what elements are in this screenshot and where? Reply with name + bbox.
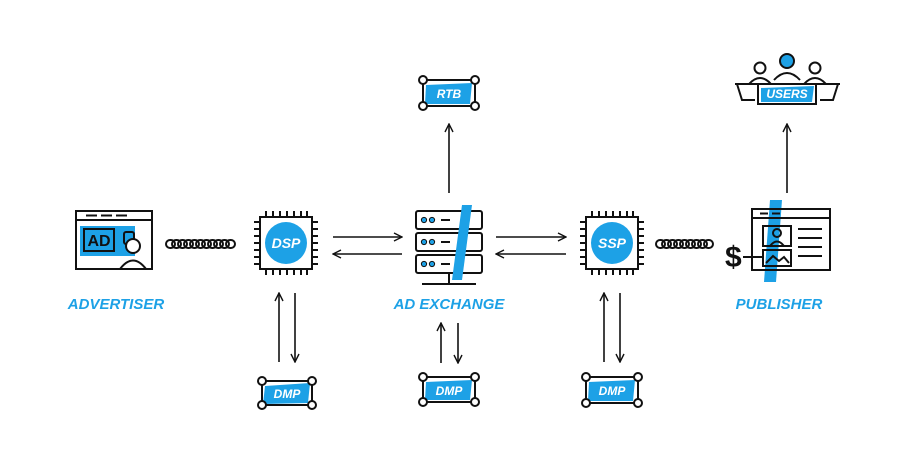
chip-icon: DSP [254, 211, 318, 275]
dmp-ssp-label: DMP [599, 384, 627, 398]
users-node: USERS [735, 53, 840, 105]
ad-exchange-label: AD EXCHANGE [393, 296, 506, 313]
rtb-label: RTB [437, 87, 462, 101]
dmp-dsp-node: DMP [257, 376, 317, 410]
advertiser-label: ADVERTISER [67, 296, 165, 313]
publisher-node: $ PUBLISHER [725, 200, 831, 313]
dmp-exchange-label: DMP [436, 384, 464, 398]
dsp-label: DSP [272, 235, 301, 251]
server-icon [415, 205, 483, 285]
webpage-icon: $ [725, 200, 831, 282]
dmp-exchange-node: DMP [418, 372, 480, 407]
dsp-node: DSP [254, 211, 318, 275]
rtb-node: RTB [418, 75, 480, 111]
ssp-node: SSP [580, 211, 644, 275]
users-label: USERS [766, 87, 807, 101]
advertiser-node: AD ADVERTISER [67, 210, 165, 313]
ad-monitor-icon: AD [75, 210, 153, 270]
publisher-label: PUBLISHER [736, 296, 823, 313]
chain-link-icon [655, 239, 714, 249]
dmp-dsp-label: DMP [274, 387, 302, 401]
dollar-icon: $ [725, 241, 742, 274]
chain-link-icon [165, 239, 236, 249]
users-icon [735, 53, 840, 105]
dmp-ssp-node: DMP [581, 372, 643, 408]
ssp-label: SSP [598, 235, 627, 251]
chip-icon: SSP [580, 211, 644, 275]
ad-text: AD [87, 233, 110, 250]
ad-exchange-node: AD EXCHANGE [393, 205, 506, 313]
